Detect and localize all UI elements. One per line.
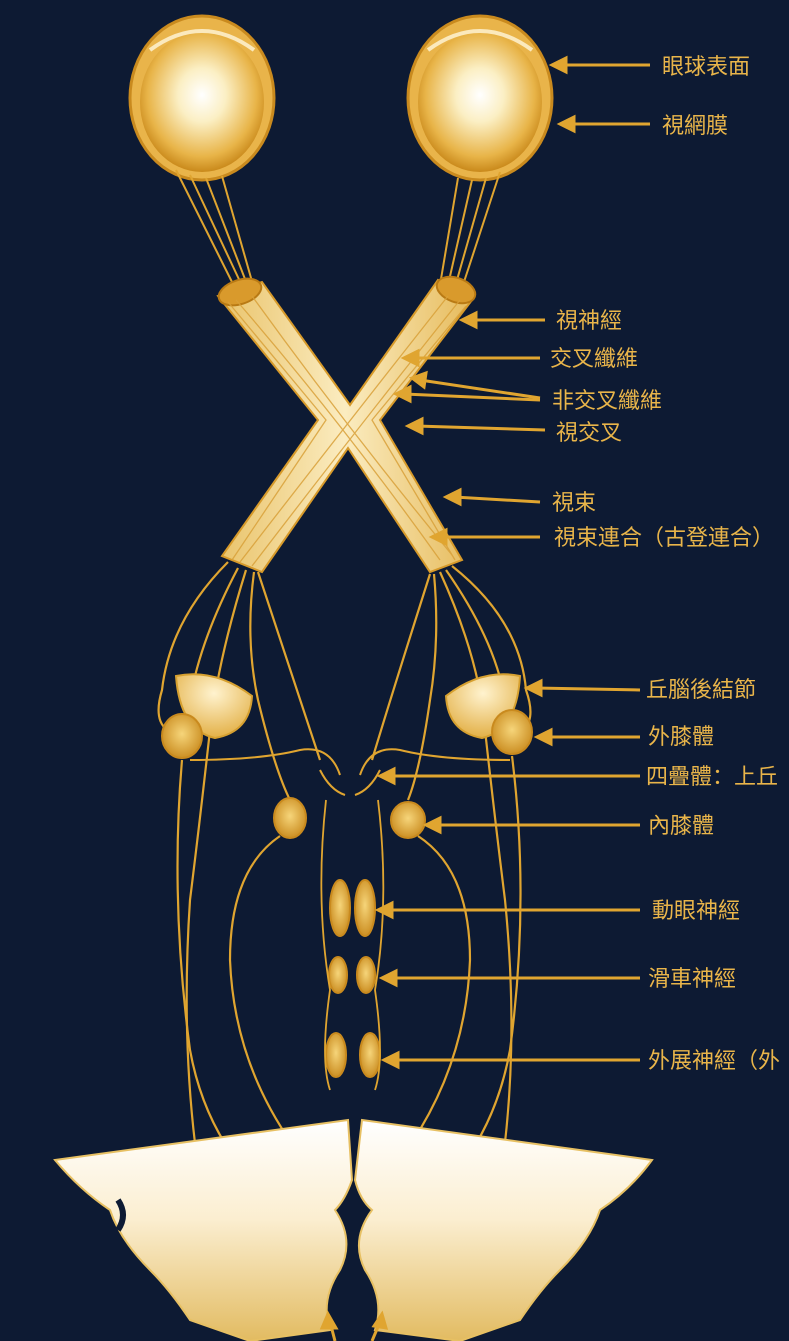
oculomotor-nuclei bbox=[330, 880, 375, 936]
optic-nerve-fibers bbox=[176, 170, 500, 292]
abducens-nuclei bbox=[326, 1033, 380, 1077]
label-optic-tract: 視束 bbox=[552, 491, 596, 516]
trochlear-nuclei bbox=[329, 957, 375, 993]
label-optic-chiasm: 視交叉 bbox=[556, 421, 622, 446]
label-optic-nerve: 視神經 bbox=[556, 309, 622, 334]
label-pulvinar: 丘腦後結節 bbox=[646, 678, 756, 703]
label-uncrossed-fibers: 非交叉纖維 bbox=[552, 389, 662, 414]
label-mgn: 內膝體 bbox=[648, 814, 714, 839]
mgn-right bbox=[391, 802, 425, 838]
colliculus-fibers bbox=[190, 749, 510, 795]
label-retina: 視網膜 bbox=[662, 114, 728, 139]
label-trochlear-nerve: 滑車神經 bbox=[648, 967, 736, 992]
label-eyeball-surface: 眼球表面 bbox=[662, 55, 750, 80]
label-superior-colliculus: 四疊體：上丘 bbox=[646, 765, 778, 790]
label-crossed-fibers: 交叉纖維 bbox=[550, 347, 638, 372]
visual-cortex bbox=[55, 1120, 652, 1341]
right-eye bbox=[408, 16, 552, 180]
label-tract-commissure: 視束連合（古登連合） bbox=[554, 526, 774, 551]
left-eye bbox=[130, 16, 274, 180]
label-abducens-nerve: 外展神經（外 bbox=[648, 1049, 780, 1074]
labels: 眼球表面 視網膜 視神經 交叉纖維 非交叉纖維 視交叉 視束 視束連合（古登連合… bbox=[550, 55, 780, 1074]
label-lgn: 外膝體 bbox=[648, 725, 714, 750]
mgn-left bbox=[274, 798, 306, 838]
lgn-left bbox=[162, 714, 202, 758]
label-oculomotor-nerve: 動眼神經 bbox=[652, 899, 740, 924]
lgn-right bbox=[492, 710, 532, 754]
optic-chiasm bbox=[215, 272, 479, 572]
